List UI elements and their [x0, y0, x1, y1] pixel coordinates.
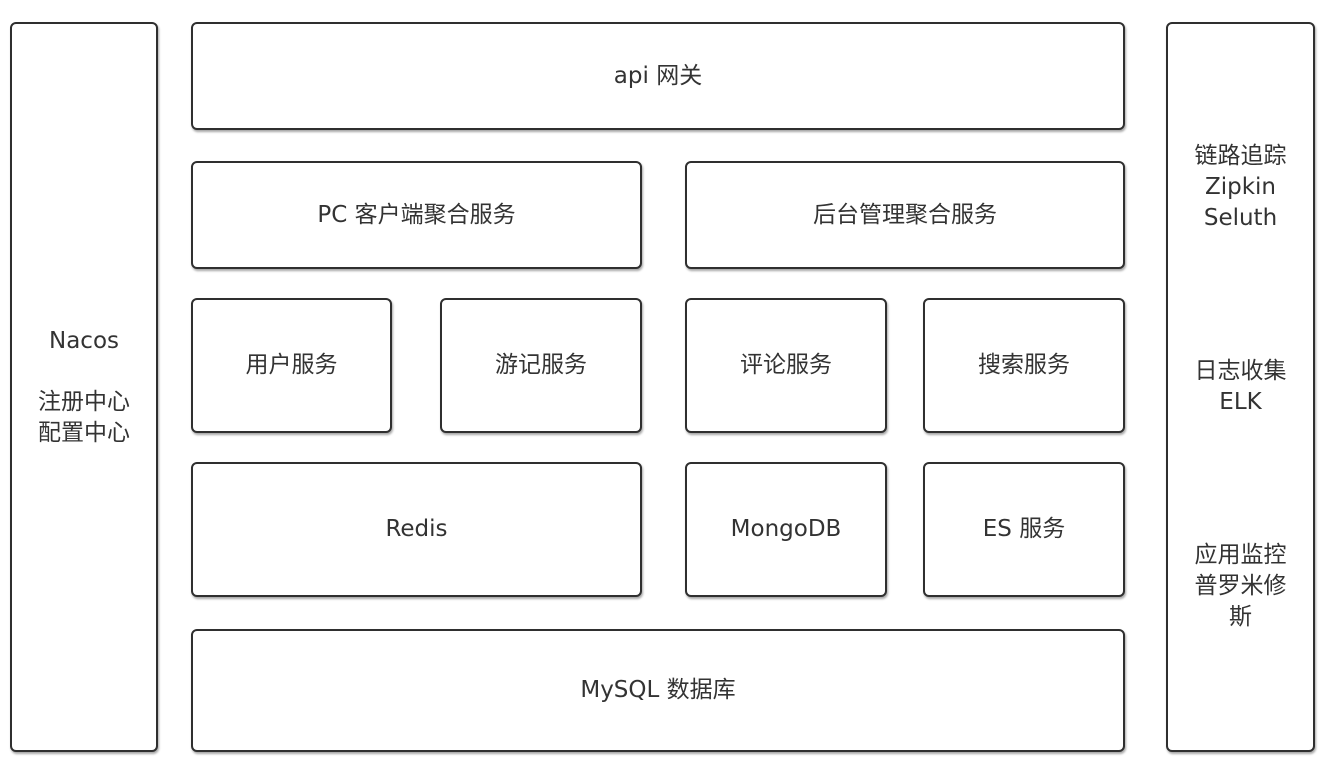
user-service-box: 用户服务 — [191, 298, 392, 433]
travel-service-label: 游记服务 — [495, 352, 587, 378]
admin-aggregation-label: 后台管理聚合服务 — [813, 201, 997, 228]
search-service-label: 搜索服务 — [978, 352, 1070, 378]
api-gateway-label: api 网关 — [613, 62, 703, 89]
config-center-label: 配置中心 — [38, 419, 130, 446]
monitoring-title: 应用监控 — [1194, 542, 1287, 568]
es-service-label: ES 服务 — [982, 516, 1066, 542]
travel-service-box: 游记服务 — [440, 298, 642, 433]
admin-aggregation-box: 后台管理聚合服务 — [685, 161, 1125, 269]
tracing-title: 链路追踪 — [1194, 143, 1287, 169]
tracing-sleuth: Seluth — [1203, 205, 1278, 231]
observability-panel: 链路追踪 Zipkin Seluth 日志收集 ELK 应用监控 普罗米修 斯 — [1166, 22, 1315, 752]
logging-elk: ELK — [1219, 389, 1262, 415]
comment-service-label: 评论服务 — [740, 352, 832, 378]
nacos-panel: Nacos 注册中心 配置中心 — [10, 22, 158, 752]
monitoring-prometheus-line2: 斯 — [1229, 604, 1252, 630]
api-gateway-box: api 网关 — [191, 22, 1125, 130]
comment-service-box: 评论服务 — [685, 298, 887, 433]
mongodb-label: MongoDB — [730, 516, 842, 542]
user-service-label: 用户服务 — [245, 352, 338, 378]
logging-title: 日志收集 — [1194, 358, 1287, 384]
mongodb-box: MongoDB — [685, 462, 887, 597]
registry-center-label: 注册中心 — [38, 388, 130, 415]
mysql-database-box: MySQL 数据库 — [191, 629, 1125, 752]
redis-label: Redis — [385, 516, 448, 542]
pc-aggregation-box: PC 客户端聚合服务 — [191, 161, 642, 269]
pc-aggregation-label: PC 客户端聚合服务 — [317, 201, 516, 228]
search-service-box: 搜索服务 — [923, 298, 1125, 433]
mysql-database-label: MySQL 数据库 — [580, 677, 736, 703]
redis-box: Redis — [191, 462, 642, 597]
tracing-zipkin: Zipkin — [1204, 174, 1277, 200]
nacos-title: Nacos — [49, 327, 119, 354]
es-service-box: ES 服务 — [923, 462, 1125, 597]
monitoring-prometheus-line1: 普罗米修 — [1194, 573, 1287, 599]
